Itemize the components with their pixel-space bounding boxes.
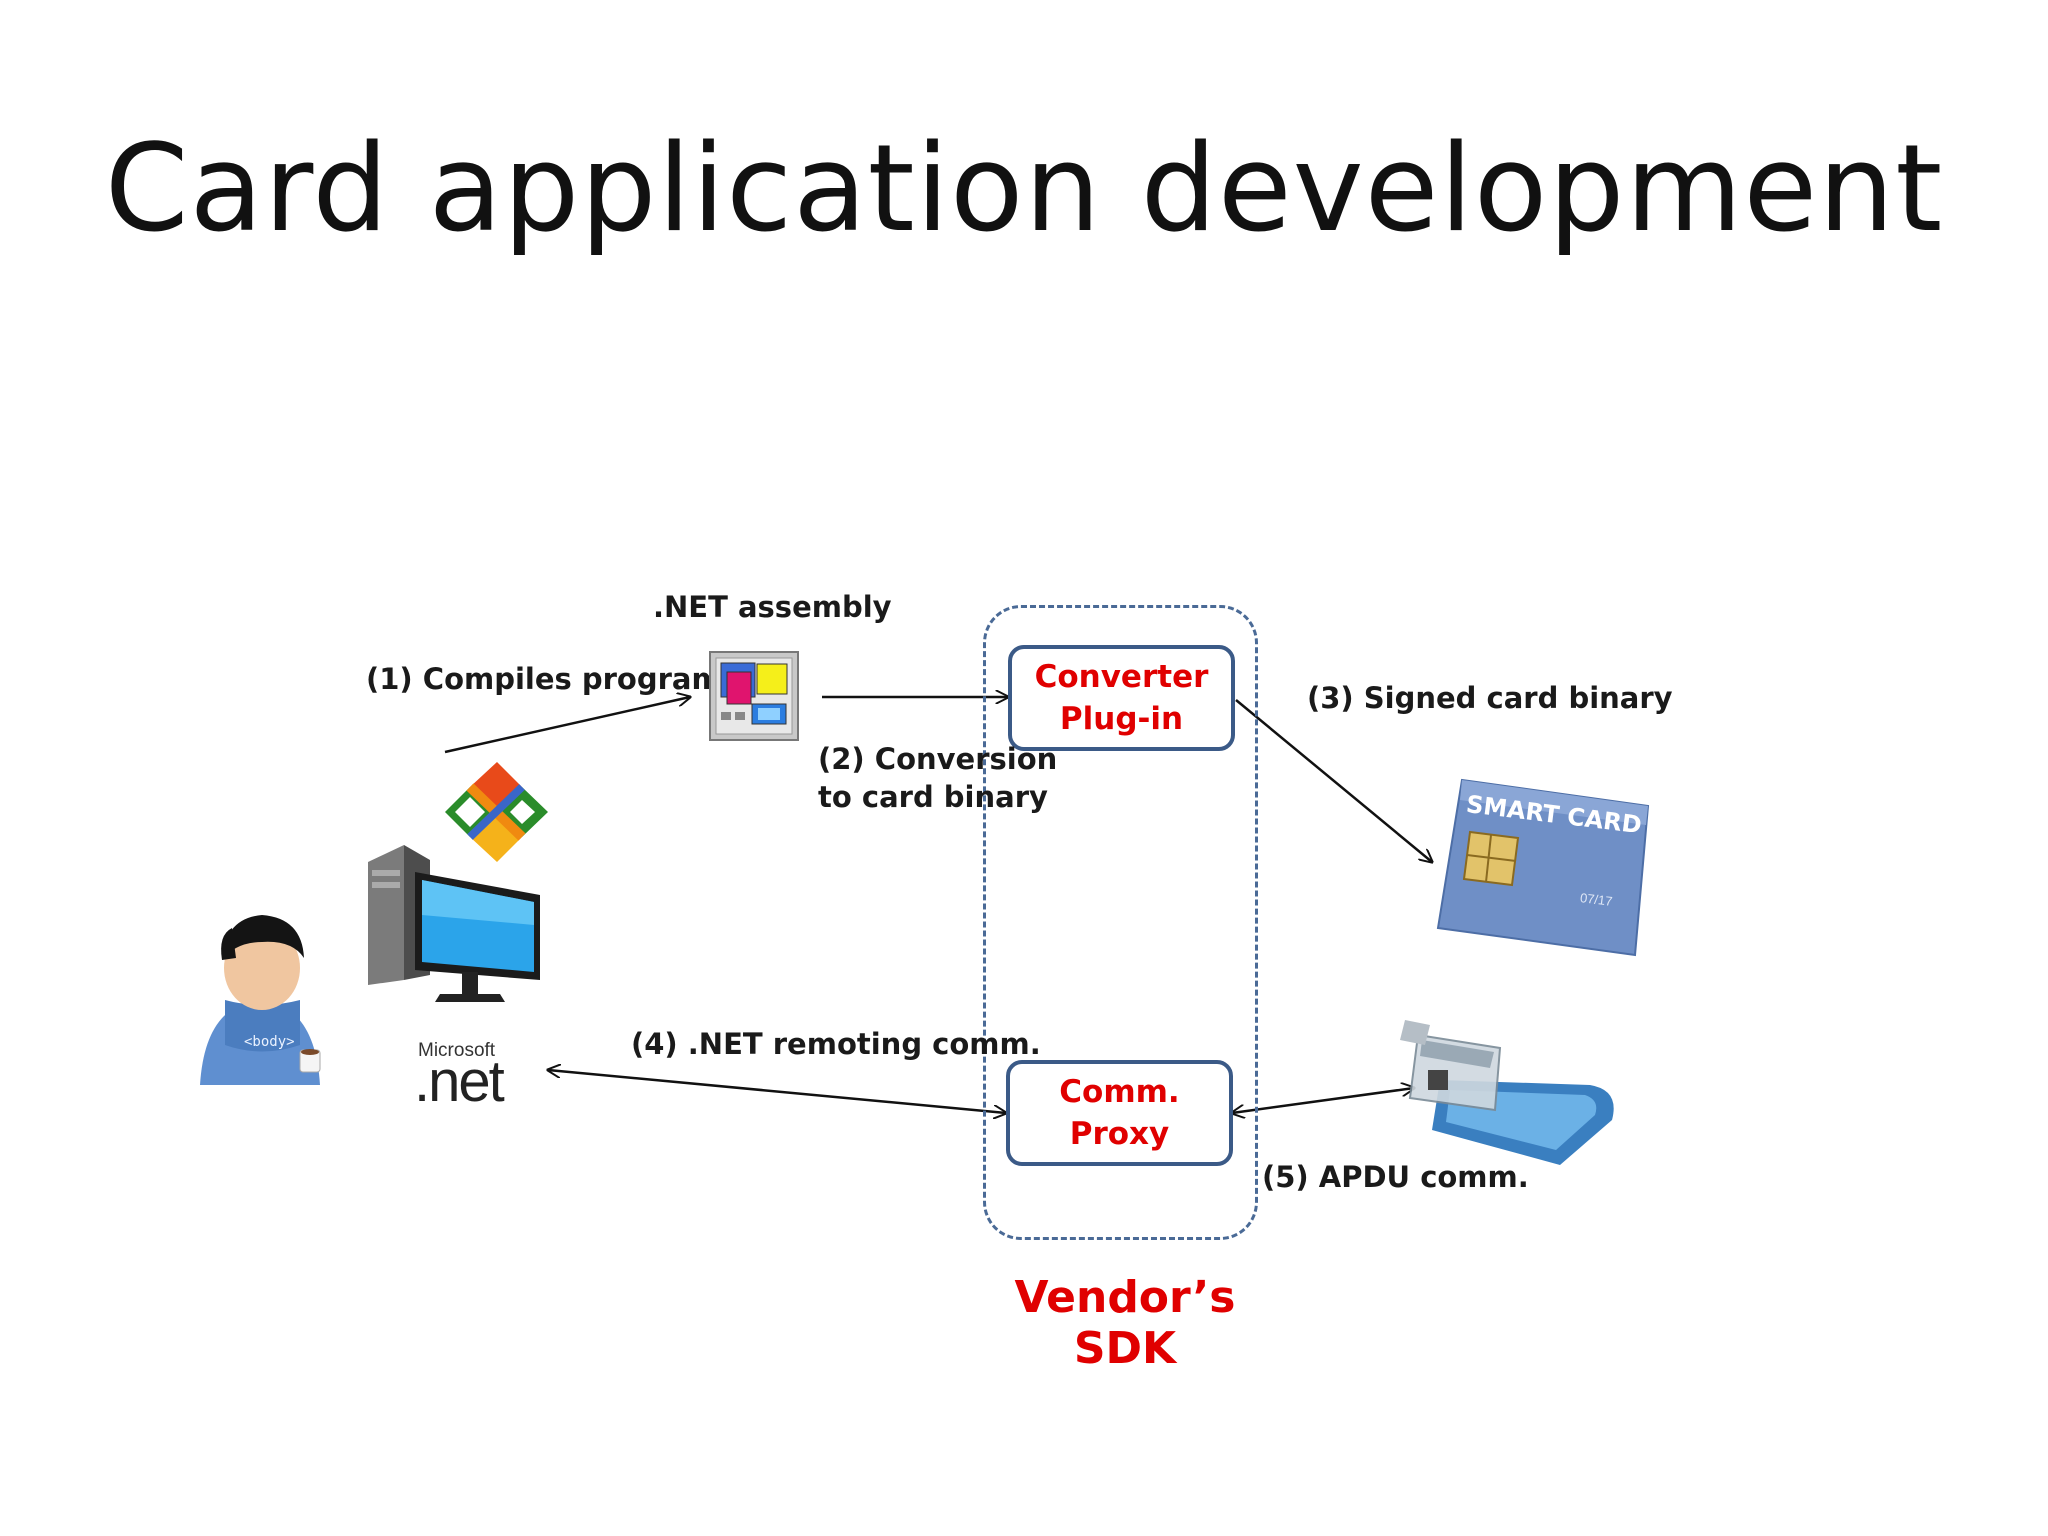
dotnet-logo-small-text: Microsoft: [418, 1040, 496, 1061]
proxy-label: Proxy: [1069, 1116, 1170, 1152]
comm-proxy-box: Comm. Proxy: [1006, 1060, 1233, 1166]
converter-label: Converter: [1034, 659, 1209, 695]
arrow-apdu: [1232, 1088, 1414, 1113]
step4-label: (4) .NET remoting comm.: [631, 1027, 1041, 1061]
net-assembly-label: .NET assembly: [653, 590, 892, 624]
developer-shirt-text: <body>: [244, 1034, 295, 1050]
arrow-signed-binary: [1235, 699, 1432, 862]
comm-label: Comm.: [1059, 1074, 1180, 1110]
step1-label: (1) Compiles program: [366, 662, 722, 696]
arrow-remoting: [548, 1070, 1006, 1113]
slide-title: Card application development: [104, 120, 1944, 259]
step3-label: (3) Signed card binary: [1307, 681, 1673, 715]
vendor-sdk-frame: [983, 605, 1258, 1240]
plugin-label: Plug-in: [1059, 701, 1184, 737]
vendor-sdk-label: Vendor’s SDK: [1014, 1272, 1236, 1374]
converter-plugin-box: Converter Plug-in: [1008, 645, 1235, 751]
step5-label: (5) APDU comm.: [1262, 1160, 1529, 1194]
arrow-compile: [444, 697, 690, 754]
step2-line1-label: (2) Conversion: [818, 742, 1058, 776]
step2-line2-label: to card binary: [818, 780, 1048, 814]
dotnet-logo-text: .net: [414, 1049, 505, 1114]
